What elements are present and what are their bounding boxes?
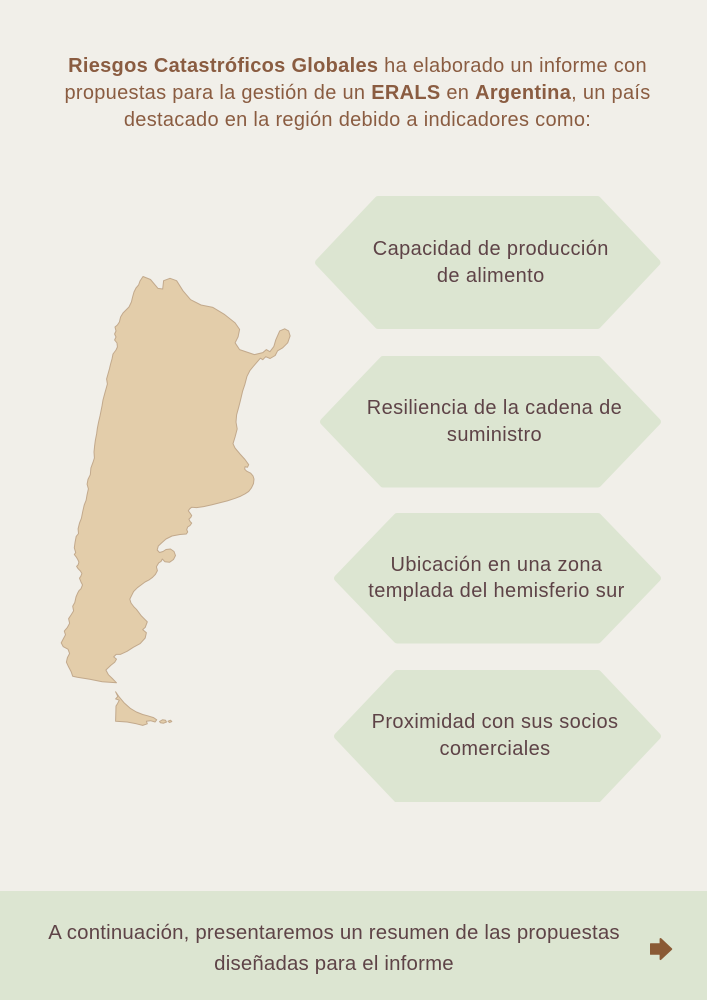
argentina-map-shape [60, 276, 291, 726]
intro-paragraph: Riesgos Catastróficos Globales ha elabor… [64, 55, 651, 131]
footer-text: A continuación, presentaremos un resumen… [48, 922, 620, 975]
hexagon-shape [320, 356, 661, 488]
hexagon-polygon [320, 356, 661, 488]
badge-location-label: Ubicación en una zona templada del hemis… [368, 553, 625, 603]
argentina-map-svg [60, 276, 291, 726]
badge-capacity-label: Capacidad de producción de alimento [372, 238, 609, 287]
hexagon-polygon [315, 196, 661, 329]
right-arrow-shape [650, 938, 673, 961]
hexagon-shape [334, 513, 661, 644]
badge-location: Ubicación en una zona templada del hemis… [334, 513, 661, 644]
badge-proximity-label: Proximidad con sus socios comerciales [371, 711, 619, 760]
argentina-map [55, 270, 296, 732]
island-2 [167, 719, 173, 723]
hexagon-shape [333, 669, 661, 802]
hexagon-polygon [333, 669, 661, 802]
right-arrow-icon[interactable] [650, 938, 673, 961]
hexagon-shape [315, 196, 661, 329]
hexagon-polygon [334, 513, 661, 644]
island-1 [159, 719, 167, 724]
badge-proximity: Proximidad con sus socios comerciales [333, 669, 661, 802]
badge-capacity: Capacidad de producción de alimento [315, 196, 661, 329]
argentina-mainland [60, 276, 291, 684]
badge-resilience-label: Resiliencia de la cadena de suministro [366, 397, 623, 446]
badge-resilience: Resiliencia de la cadena de suministro [320, 356, 661, 488]
footer-bar: A continuación, presentaremos un resumen… [0, 891, 707, 1000]
tierra-del-fuego [115, 691, 158, 726]
